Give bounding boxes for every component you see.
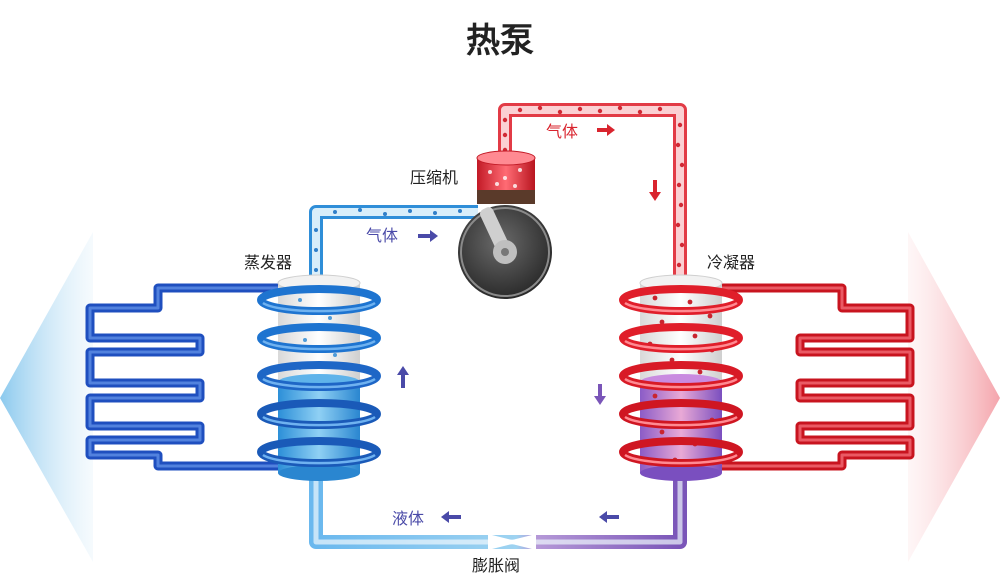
flow-arrow-left-bottom-right [599, 511, 619, 523]
flow-arrow-up-evap [397, 366, 409, 388]
evaporator-label: 蒸发器 [244, 253, 292, 272]
flow-arrow-down-cond [594, 384, 606, 405]
expansion-valve [488, 534, 536, 550]
flow-arrow-right-cold [418, 230, 438, 242]
compressor-label: 压缩机 [410, 168, 458, 187]
expansion-valve-label: 膨胀阀 [472, 556, 520, 575]
cold-gas-pipe [309, 205, 478, 285]
compressor [458, 150, 552, 299]
cold-gas-label: 气体 [366, 226, 398, 245]
hot-air-arrow [908, 232, 1000, 562]
condenser-label: 冷凝器 [707, 253, 755, 272]
hot-gas-bubbles [502, 105, 685, 268]
flow-arrow-down-hot [649, 180, 661, 201]
cold-gas-bubbles [314, 208, 462, 272]
cold-air-arrow [0, 232, 93, 562]
flow-arrow-right-hot [597, 124, 615, 136]
page-title: 热泵 [466, 21, 534, 61]
flow-arrow-left-bottom-left [441, 511, 461, 523]
liquid-label: 液体 [392, 509, 424, 528]
hot-gas-label: 气体 [546, 122, 578, 141]
liquid-pipe [309, 470, 687, 549]
